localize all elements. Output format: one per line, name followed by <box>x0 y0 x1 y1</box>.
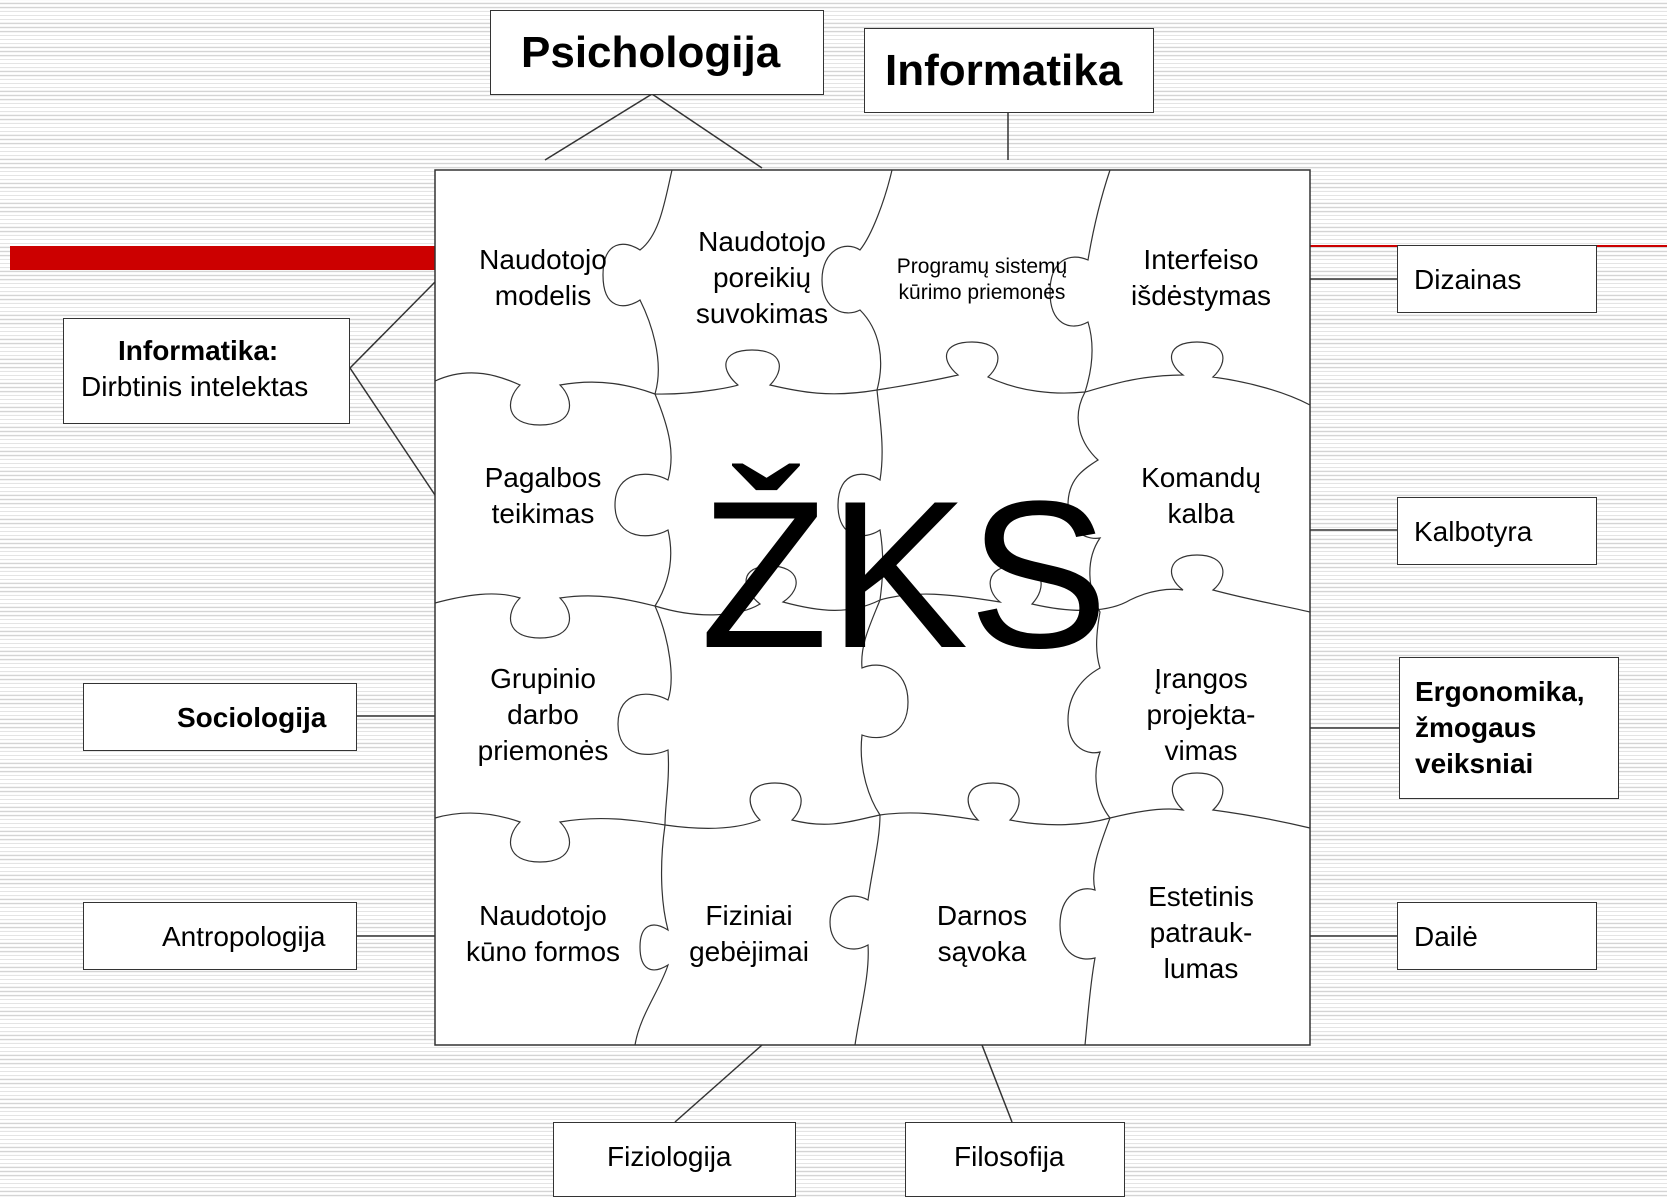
label-ergonomika-2: žmogaus <box>1415 712 1537 743</box>
label-ergonomika-1: Ergonomika, <box>1415 676 1585 707</box>
label-ergonomika-3: veiksniai <box>1415 748 1534 779</box>
box-filosofija: Filosofija <box>905 1122 1125 1197</box>
box-dizainas: Dizainas <box>1397 245 1597 313</box>
label-sociologija: Sociologija <box>177 702 327 733</box>
puzzle-board <box>434 169 1311 1046</box>
box-daile: Dailė <box>1397 902 1597 970</box>
label-kalbotyra: Kalbotyra <box>1414 516 1533 547</box>
label-dizainas: Dizainas <box>1414 264 1522 295</box>
box-sociologija: Sociologija <box>83 683 357 751</box>
label-psichologija: Psichologija <box>521 28 781 77</box>
box-psichologija: Psichologija <box>490 10 824 95</box>
label-fiziologija: Fiziologija <box>607 1141 732 1172</box>
box-kalbotyra: Kalbotyra <box>1397 497 1597 565</box>
connector-lines <box>349 93 1399 1123</box>
box-ergonomika: Ergonomika, žmogaus veiksniai <box>1399 657 1619 799</box>
label-daile: Dailė <box>1414 921 1478 952</box>
box-antropologija: Antropologija <box>83 902 357 970</box>
box-informatika: Informatika <box>864 28 1154 113</box>
red-accent-bar <box>10 246 435 270</box>
box-fiziologija: Fiziologija <box>553 1122 796 1197</box>
label-filosofija: Filosofija <box>954 1141 1065 1172</box>
label-dirbtinis-intelektas: Dirbtinis intelektas <box>81 371 309 402</box>
label-informatika-ai: Informatika: <box>118 335 279 366</box>
center-title: ŽKS <box>700 457 1109 692</box>
puzzle-seams <box>434 169 1311 1046</box>
label-informatika: Informatika <box>885 46 1123 95</box>
box-dirbtinis-intelektas: Informatika: Dirbtinis intelektas <box>63 318 350 424</box>
label-antropologija: Antropologija <box>162 921 326 952</box>
